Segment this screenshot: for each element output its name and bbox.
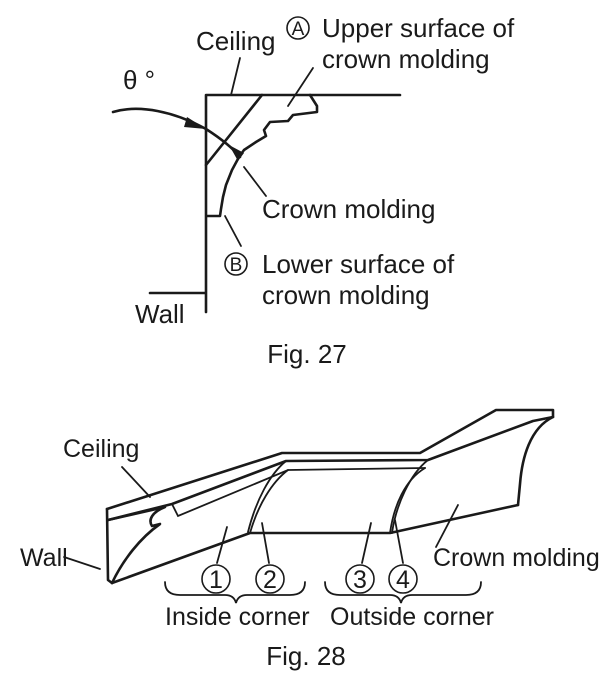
- fig28-crown-molding-label: Crown molding: [433, 544, 600, 572]
- fig28-inside-miter-line: [247, 460, 287, 533]
- fig27-angle-arrow-left: [184, 117, 206, 129]
- fig28-marker-4-circle: [388, 564, 418, 594]
- fig27-lower-surface-line2: crown molding: [262, 280, 430, 310]
- fig27-angle-arrow-right: [229, 145, 244, 161]
- fig28-diagram: 1 2 3 4 Ceiling Wall Crown molding Insid…: [20, 408, 600, 671]
- fig28-marker4-leader: [394, 519, 404, 564]
- fig27-diagram: Ceiling θ ° Wall Crown molding A Upper s…: [111, 13, 515, 369]
- fig27-lower-surface-leader: [224, 215, 242, 247]
- fig28-marker-3-circle: [345, 564, 375, 594]
- fig27-crown-molding-leader: [243, 166, 267, 197]
- fig28-marker2-leader: [261, 522, 270, 564]
- fig28-crown-molding-leader: [435, 504, 459, 548]
- fig28-marker1-leader: [216, 526, 228, 564]
- fig28-outside-miter-curve: [389, 467, 426, 534]
- fig27-upper-surface-leader: [287, 67, 314, 107]
- fig27-title: Fig. 27: [267, 339, 347, 369]
- fig27-crown-molding-outline: [204, 93, 319, 218]
- fig27-wall-label: Wall: [135, 299, 185, 329]
- fig28-outside-corner-label: Outside corner: [330, 603, 494, 631]
- fig28-inside-corner-brace: [164, 581, 306, 604]
- fig28-outside-miter-line: [391, 459, 429, 534]
- fig28-molding-body: [107, 410, 553, 583]
- fig28-title: Fig. 28: [266, 641, 346, 671]
- fig28-marker-1: 1: [209, 566, 223, 594]
- fig28-marker3-leader: [361, 522, 372, 564]
- fig28-wall-label: Wall: [20, 544, 68, 572]
- fig28-ceiling-label: Ceiling: [63, 435, 139, 463]
- fig28-bottom-edge: [110, 503, 520, 585]
- fig27-angle-arc: [111, 107, 242, 159]
- fig28-inside-miter-curve: [249, 469, 289, 534]
- fig27-wall-ceiling-corner: [148, 93, 402, 314]
- fig27-lower-surface-line1: Lower surface of: [262, 249, 455, 279]
- fig27-ceiling-leader: [230, 57, 241, 96]
- fig27-marker-a: A: [292, 19, 305, 40]
- fig27-marker-b-circle: [224, 252, 248, 276]
- fig28-marker-1-circle: [201, 564, 231, 594]
- fig28-wall-leader: [63, 556, 101, 570]
- fig28-wall-face: [105, 507, 114, 585]
- fig27-upper-surface-line2: crown molding: [322, 44, 490, 74]
- fig28-marker-2-circle: [255, 564, 285, 594]
- fig28-ceiling-leader: [121, 466, 151, 498]
- fig28-marker-4: 4: [396, 566, 410, 594]
- fig28-marker-3: 3: [353, 566, 367, 594]
- fig28-outside-corner-brace: [324, 581, 482, 604]
- fig27-theta-label: θ °: [123, 65, 155, 95]
- fig28-end-profile: [106, 505, 167, 585]
- fig27-upper-surface-line1: Upper surface of: [322, 13, 515, 43]
- fig27-crown-molding-label: Crown molding: [262, 194, 435, 224]
- fig28-ceiling-inner-edge: [171, 467, 426, 518]
- fig27-marker-a-circle: [286, 16, 310, 40]
- fig27-ceiling-label: Ceiling: [196, 26, 276, 56]
- fig27-marker-b: B: [230, 255, 243, 276]
- fig28-inside-corner-label: Inside corner: [165, 603, 310, 631]
- fig28-marker-2: 2: [263, 566, 277, 594]
- fig28-right-profile: [516, 415, 555, 507]
